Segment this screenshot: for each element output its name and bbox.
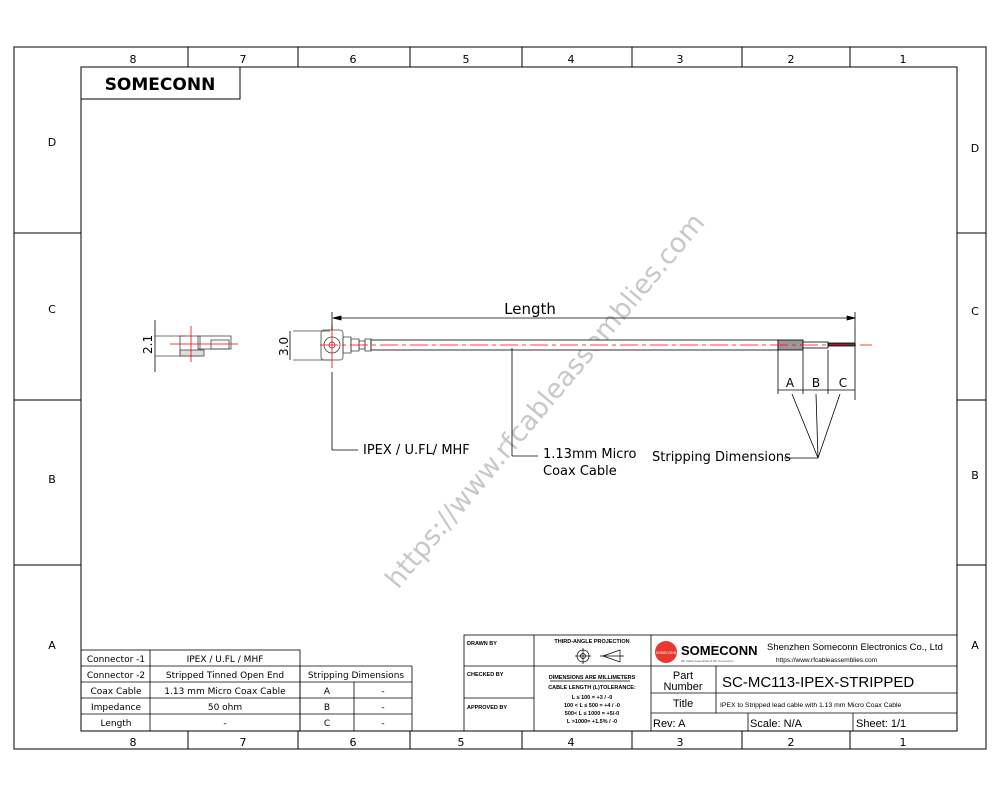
spec-label: Coax Cable	[90, 687, 142, 697]
col-label: 1	[900, 53, 907, 66]
col-label: 6	[350, 53, 357, 66]
third-angle-projection-icon	[575, 648, 624, 664]
length-label: Length	[504, 300, 556, 318]
spec-table	[80, 649, 413, 732]
sheet: Sheet: 1/1	[856, 718, 906, 730]
part-number: SC-MC113-IPEX-STRIPPED	[722, 674, 914, 691]
spec-label: Impedance	[91, 703, 142, 713]
strip-table-header: Stripping Dimensions	[308, 671, 404, 681]
callout-cable-line2: Coax Cable	[543, 464, 617, 479]
tolerance-line: L >1000= +1.5% / -0	[567, 719, 617, 725]
callout-lines	[331, 348, 538, 457]
scale: Scale: N/A	[750, 718, 803, 730]
col-label: 3	[677, 53, 684, 66]
col-label: 7	[240, 53, 247, 66]
dim-connector-label: 3.0	[277, 337, 291, 356]
someconn-logo-icon	[655, 641, 677, 663]
length-dimension	[331, 312, 856, 400]
col-label: 5	[463, 53, 470, 66]
row-label: C	[48, 303, 56, 316]
checked-by-label: CHECKED BY	[467, 672, 504, 678]
projection-label: THIRD-ANGLE PROJECTION	[554, 639, 629, 645]
spec-label: Connector -2	[87, 671, 145, 681]
dim-side-label: 2.1	[141, 335, 155, 354]
connector-side-view	[154, 320, 238, 372]
part-label: Number	[663, 681, 702, 693]
row-label: C	[971, 305, 979, 318]
col-label: 2	[788, 736, 795, 749]
zone-labels: 8 7 6 5 4 3 2 1 8 7 6 5 4 3 2 1 D C B A …	[48, 53, 979, 749]
row-label: A	[48, 639, 56, 652]
strip-row-value: -	[381, 719, 384, 729]
drawn-by-label: DRAWN BY	[467, 641, 497, 647]
spec-value: 1.13 mm Micro Coax Cable	[164, 687, 286, 697]
title-value: IPEX to Stripped lead cable with 1.13 mm…	[720, 702, 902, 709]
zone-dividers	[14, 47, 986, 749]
col-label: 4	[568, 736, 575, 749]
col-label: 3	[677, 736, 684, 749]
strip-label-c: C	[839, 376, 847, 390]
strip-row-label: C	[324, 719, 330, 729]
spec-label: Length	[100, 719, 131, 729]
brand-name: SOMECONN	[105, 75, 216, 95]
spec-value: -	[223, 719, 226, 729]
callout-stripping: Stripping Dimensions	[652, 450, 791, 465]
brand-box	[80, 66, 241, 100]
title-label: Title	[673, 698, 693, 710]
col-label: 1	[900, 736, 907, 749]
outer-frame	[13, 46, 987, 750]
tolerance-line: L ≤ 100 = +3 / -0	[572, 695, 613, 701]
strip-row-value: -	[381, 703, 384, 713]
col-label: 2	[788, 53, 795, 66]
strip-label-b: B	[812, 376, 820, 390]
callout-cable-line1: 1.13mm Micro	[543, 447, 636, 462]
approved-by-label: APPROVED BY	[467, 705, 507, 711]
col-label: 6	[350, 736, 357, 749]
row-label: B	[48, 473, 56, 486]
strip-dimensions	[777, 350, 855, 459]
strip-row-value: -	[381, 687, 384, 697]
company-website: https://www.rfcableassemblies.com	[776, 657, 877, 664]
part-label: Part	[673, 670, 693, 682]
callout-connector: IPEX / U.FL/ MHF	[363, 443, 470, 458]
col-label: 5	[458, 736, 465, 749]
col-label: 7	[240, 736, 247, 749]
logo-text: SOMECONN	[681, 643, 758, 658]
strip-row-label: B	[324, 703, 330, 713]
col-label: 4	[568, 53, 575, 66]
title-block	[463, 634, 958, 732]
row-label: A	[971, 639, 979, 652]
dims-note: DIMENSIONS ARE MILLIMETERS	[549, 675, 636, 681]
strip-label-a: A	[786, 376, 795, 390]
company-name: Shenzhen Someconn Electronics Co., Ltd	[767, 642, 943, 653]
row-label: D	[971, 142, 979, 155]
inner-frame	[80, 66, 958, 732]
spec-value: IPEX / U.FL / MHF	[187, 655, 264, 665]
watermark: https://www.rfcableassemblies.com	[380, 208, 712, 595]
col-label: 8	[130, 736, 137, 749]
spec-label: Connector -1	[87, 655, 145, 665]
col-label: 8	[130, 53, 137, 66]
tolerance-line: 500< L ≤ 1000 = +5/-0	[565, 711, 619, 717]
row-label: D	[48, 136, 56, 149]
tolerance-title: CABLE LENGTH (L)TOLERANCE:	[548, 685, 636, 691]
spec-value: Stripped Tinned Open End	[166, 671, 284, 681]
strip-row-label: A	[324, 687, 331, 697]
tolerance-line: 100 < L ≤ 500 = +4 / -0	[564, 703, 620, 709]
spec-value: 50 ohm	[208, 703, 242, 713]
logo-badge: SOMECONN	[656, 651, 677, 655]
logo-tagline: RF Cable Assemblies & RF Connectors	[681, 659, 734, 663]
revision: Rev: A	[653, 718, 686, 730]
row-label: B	[971, 469, 979, 482]
